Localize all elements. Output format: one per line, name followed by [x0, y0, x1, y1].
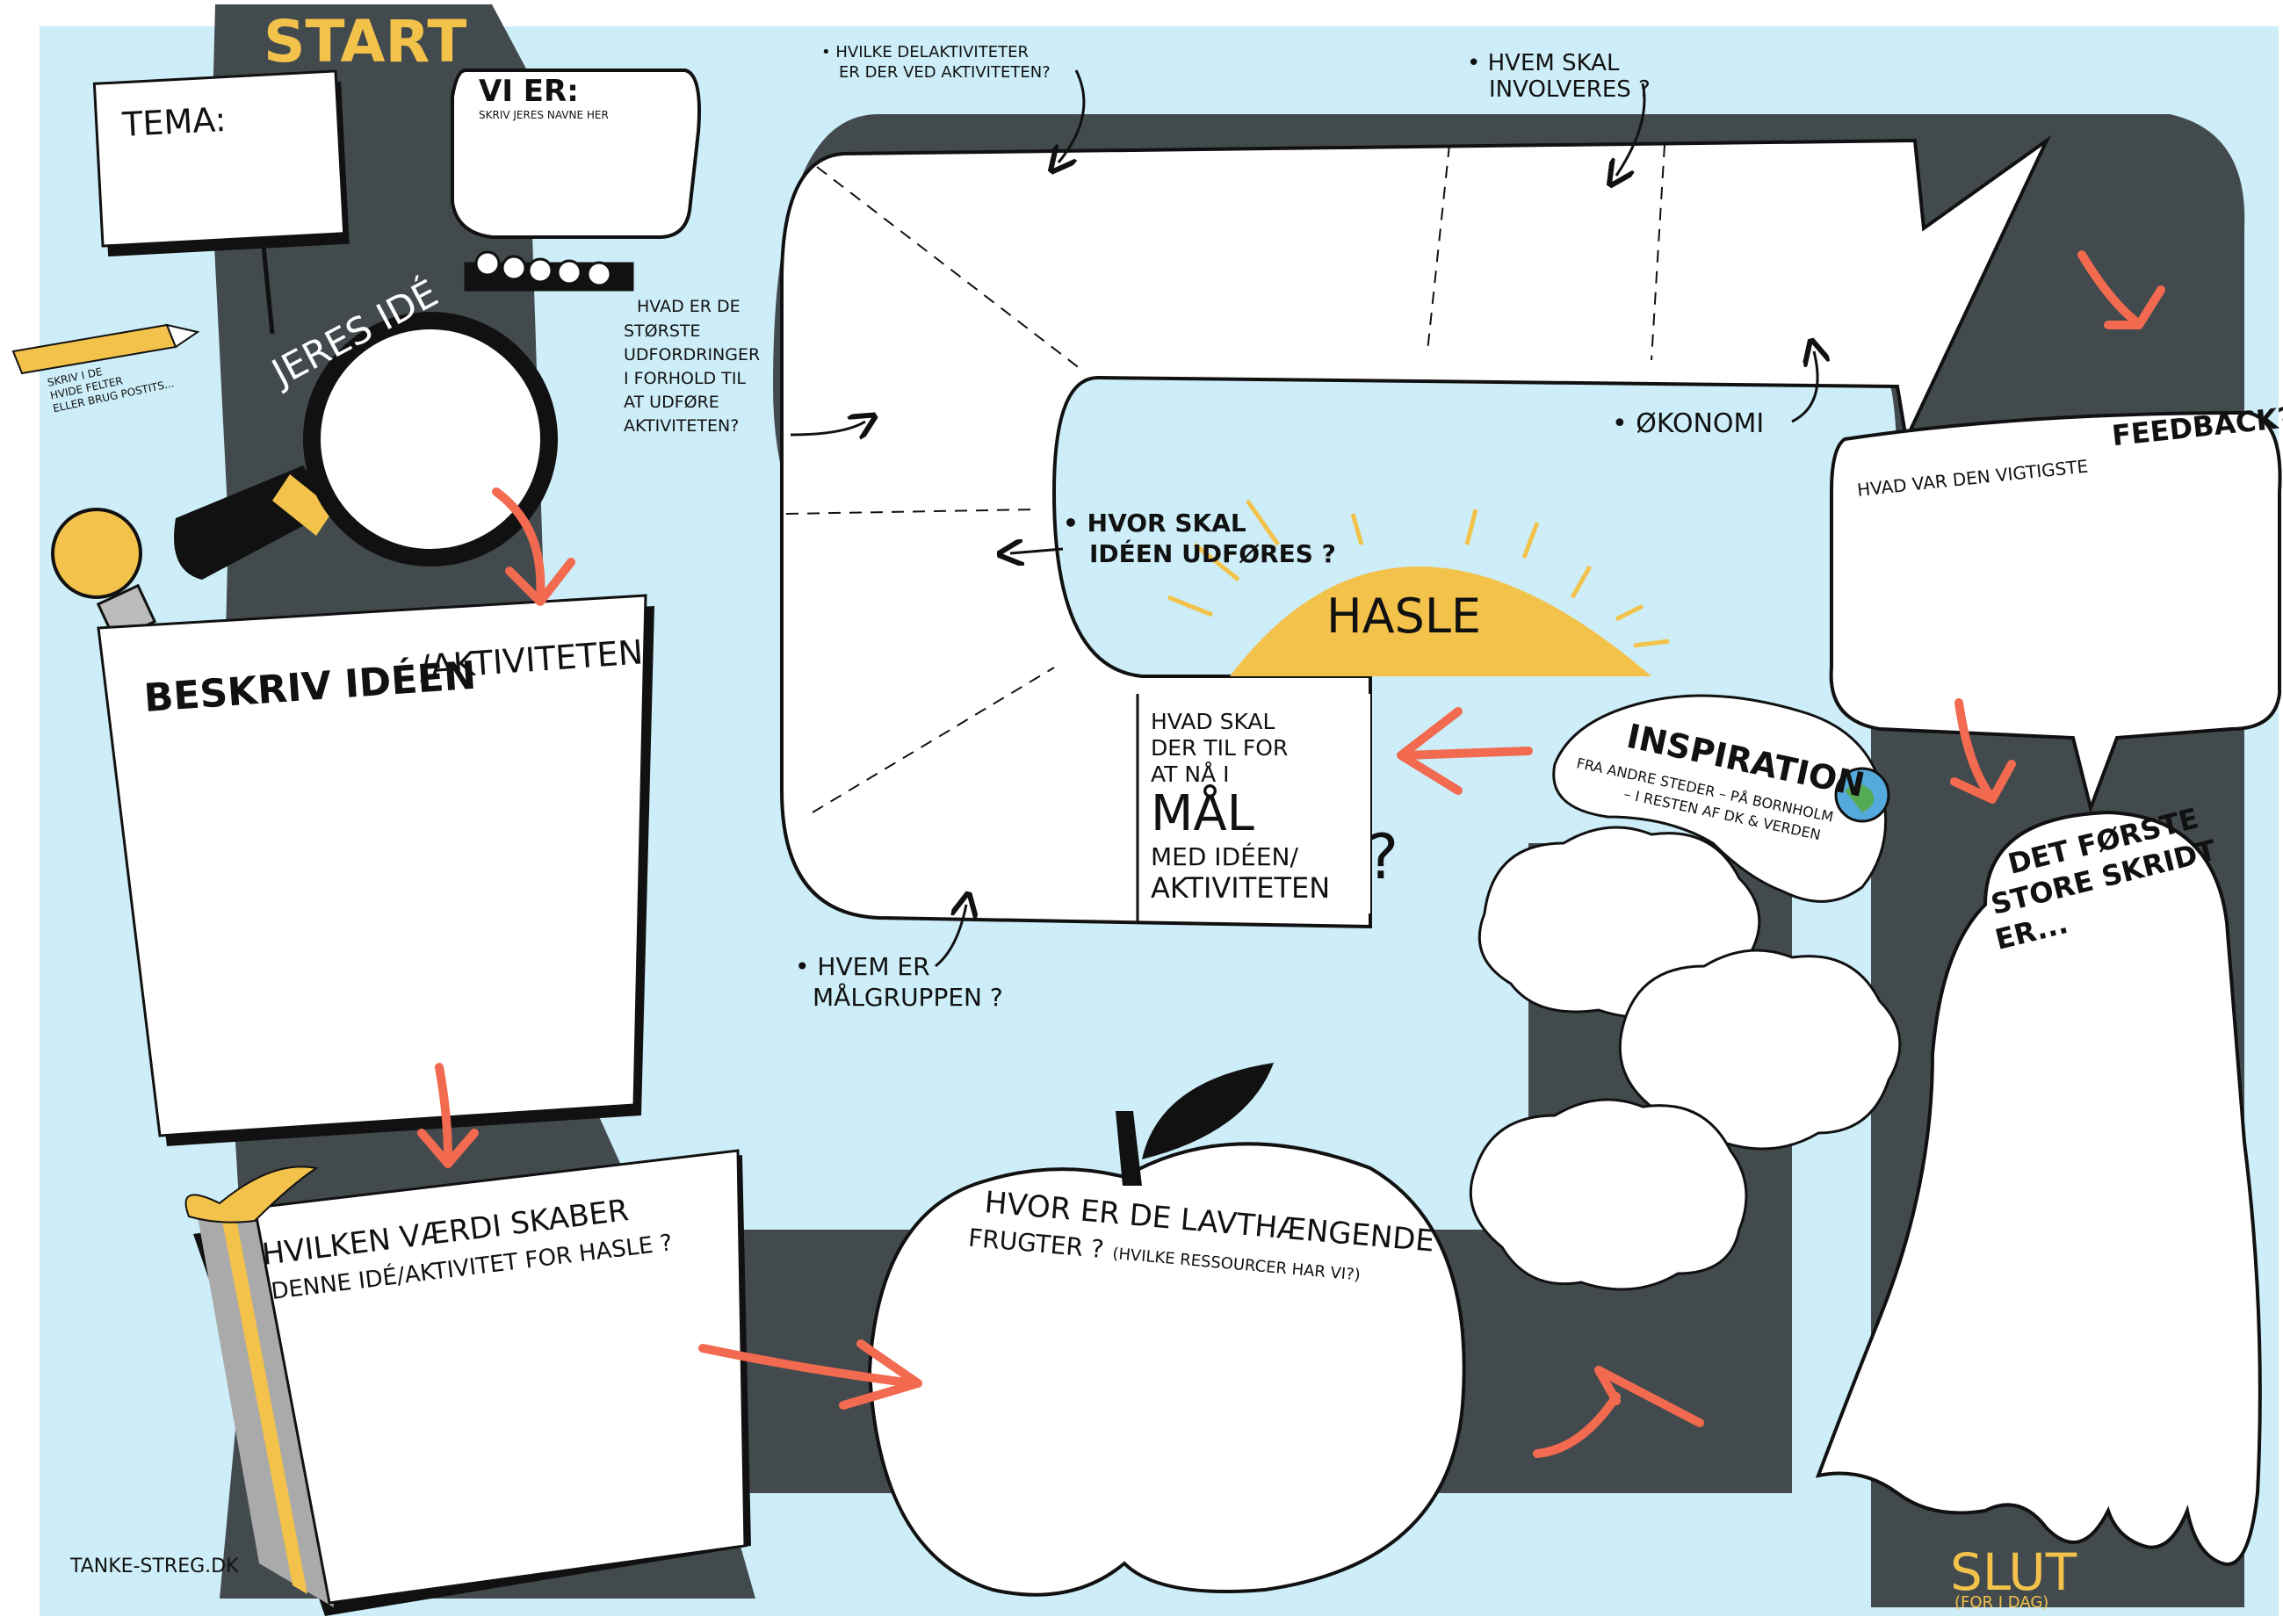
hasle-label: HASLE	[1326, 588, 1481, 644]
vi-er-label: VI ER:	[479, 74, 579, 109]
note-line: MED IDÉEN/	[1151, 841, 1298, 871]
note-line: AKTIVITETEN	[1151, 871, 1330, 905]
okonomi-note: • ØKONOMI	[1612, 408, 1764, 439]
note-line: DER TIL FOR	[1151, 735, 1288, 761]
credit-label: TANKE-STREG.DK	[69, 1555, 239, 1577]
maal-big: MÅL	[1151, 784, 1254, 842]
note-line: MÅLGRUPPEN ?	[813, 982, 1003, 1012]
note-line: • HVEM ER	[795, 952, 930, 981]
note-line: INVOLVERES ?	[1489, 76, 1651, 103]
note-line: UDFORDRINGER	[624, 345, 760, 364]
note-line: STØRSTE	[624, 321, 701, 341]
tema-label: TEMA:	[120, 100, 227, 144]
note-line: HVAD SKAL	[1151, 709, 1275, 734]
maal-question-mark: ?	[1366, 821, 1398, 893]
vi-er-hint: SKRIV JERES NAVNE HER	[479, 109, 609, 121]
note-line: • HVOR SKAL	[1063, 509, 1246, 538]
start-label: START	[264, 8, 466, 76]
note-line: AT NÅ I	[1151, 761, 1230, 787]
note-line: AKTIVITETEN?	[624, 416, 739, 436]
slut-sub: (FOR I DAG)	[1954, 1593, 2048, 1612]
note-line: HVAD ER DE	[637, 297, 741, 316]
note-line: ER DER VED AKTIVITETEN?	[839, 63, 1051, 82]
note-line: IDÉEN UDFØRES ?	[1089, 538, 1336, 568]
note-line: • HVEM SKAL	[1467, 50, 1620, 76]
note-line: I FORHOLD TIL	[624, 369, 746, 388]
note-line: AT UDFØRE	[624, 393, 719, 412]
note-line: • HVILKE DELAKTIVITETER	[821, 43, 1029, 61]
